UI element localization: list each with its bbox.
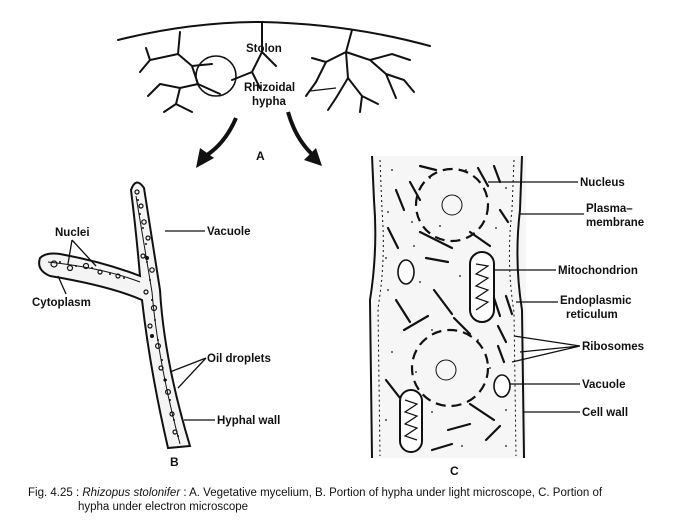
- label-stolon: Stolon: [246, 43, 282, 55]
- nucleus-upper: [414, 167, 490, 243]
- label-oil-droplets: Oil droplets: [207, 353, 271, 365]
- arrow-to-c: [286, 111, 322, 166]
- label-cell-wall: Cell wall: [582, 407, 628, 419]
- mitochondrion-2: [399, 389, 423, 453]
- caption-line1: : A. Vegetative mycelium, B. Portion of …: [180, 487, 603, 499]
- panel-c-pointers: [488, 181, 584, 413]
- caption-line2: hypha under electron microscope: [78, 501, 249, 513]
- label-endoplasmic: Endoplasmic: [560, 295, 632, 307]
- label-reticulum: reticulum: [566, 309, 618, 321]
- panel-letter-a: A: [256, 149, 265, 163]
- figure-caption: Fig. 4.25 : Rhizopus stolonifer : A. Veg…: [28, 486, 678, 514]
- label-vacuole-c: Vacuole: [582, 379, 625, 391]
- panel-c-em-section: [368, 155, 526, 459]
- label-nuclei: Nuclei: [55, 227, 90, 239]
- panel-a-mycelium: [117, 20, 431, 113]
- label-ribosomes: Ribosomes: [582, 341, 644, 353]
- panel-letter-b: B: [170, 455, 179, 469]
- label-cytoplasm: Cytoplasm: [32, 297, 91, 309]
- panel-letter-c: C: [450, 464, 459, 478]
- label-nucleus: Nucleus: [580, 177, 625, 189]
- label-mitochondrion: Mitochondrion: [558, 265, 638, 277]
- label-hypha: hypha: [252, 96, 286, 108]
- vacuole-2: [493, 374, 511, 398]
- label-plasma: Plasma–: [586, 203, 633, 215]
- er-strands: [384, 164, 514, 452]
- panel-b-pointers: [57, 230, 215, 421]
- arrow-to-b: [196, 117, 238, 168]
- vacuole-1: [397, 259, 415, 285]
- label-rhizoidal: Rhizoidal: [244, 82, 295, 94]
- magnify-circle: [195, 55, 237, 97]
- label-vacuole-b: Vacuole: [207, 226, 250, 238]
- panel-b-hypha: [38, 181, 192, 450]
- cell-wall-right: [516, 155, 525, 459]
- label-hyphal-wall: Hyphal wall: [217, 415, 280, 427]
- cell-wall-left: [368, 155, 377, 459]
- caption-species: Rhizopus stolonifer: [82, 487, 181, 499]
- label-membrane: membrane: [586, 217, 644, 229]
- caption-prefix: Fig. 4.25 :: [28, 487, 83, 499]
- hyphal-wall-outline: [38, 181, 192, 450]
- nucleus-lower: [410, 328, 490, 408]
- mitochondrion-1: [469, 251, 495, 323]
